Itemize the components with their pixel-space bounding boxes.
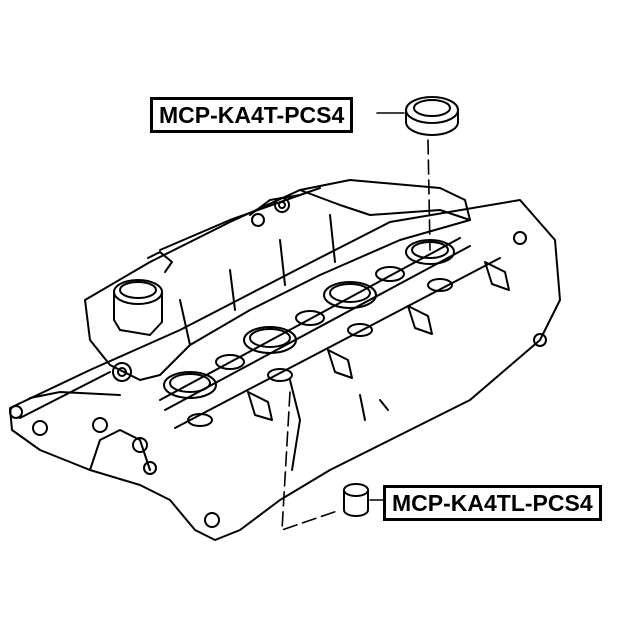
seal-ring-icon [405,96,459,136]
leader-line-top [427,139,431,251]
valve-cover-icon [9,179,561,541]
part-label-top: MCP-KA4T-PCS4 [150,97,354,133]
leader-line-bottom [281,391,341,531]
plug-icon [343,483,369,517]
part-label-bottom: MCP-KA4TL-PCS4 [383,485,602,521]
